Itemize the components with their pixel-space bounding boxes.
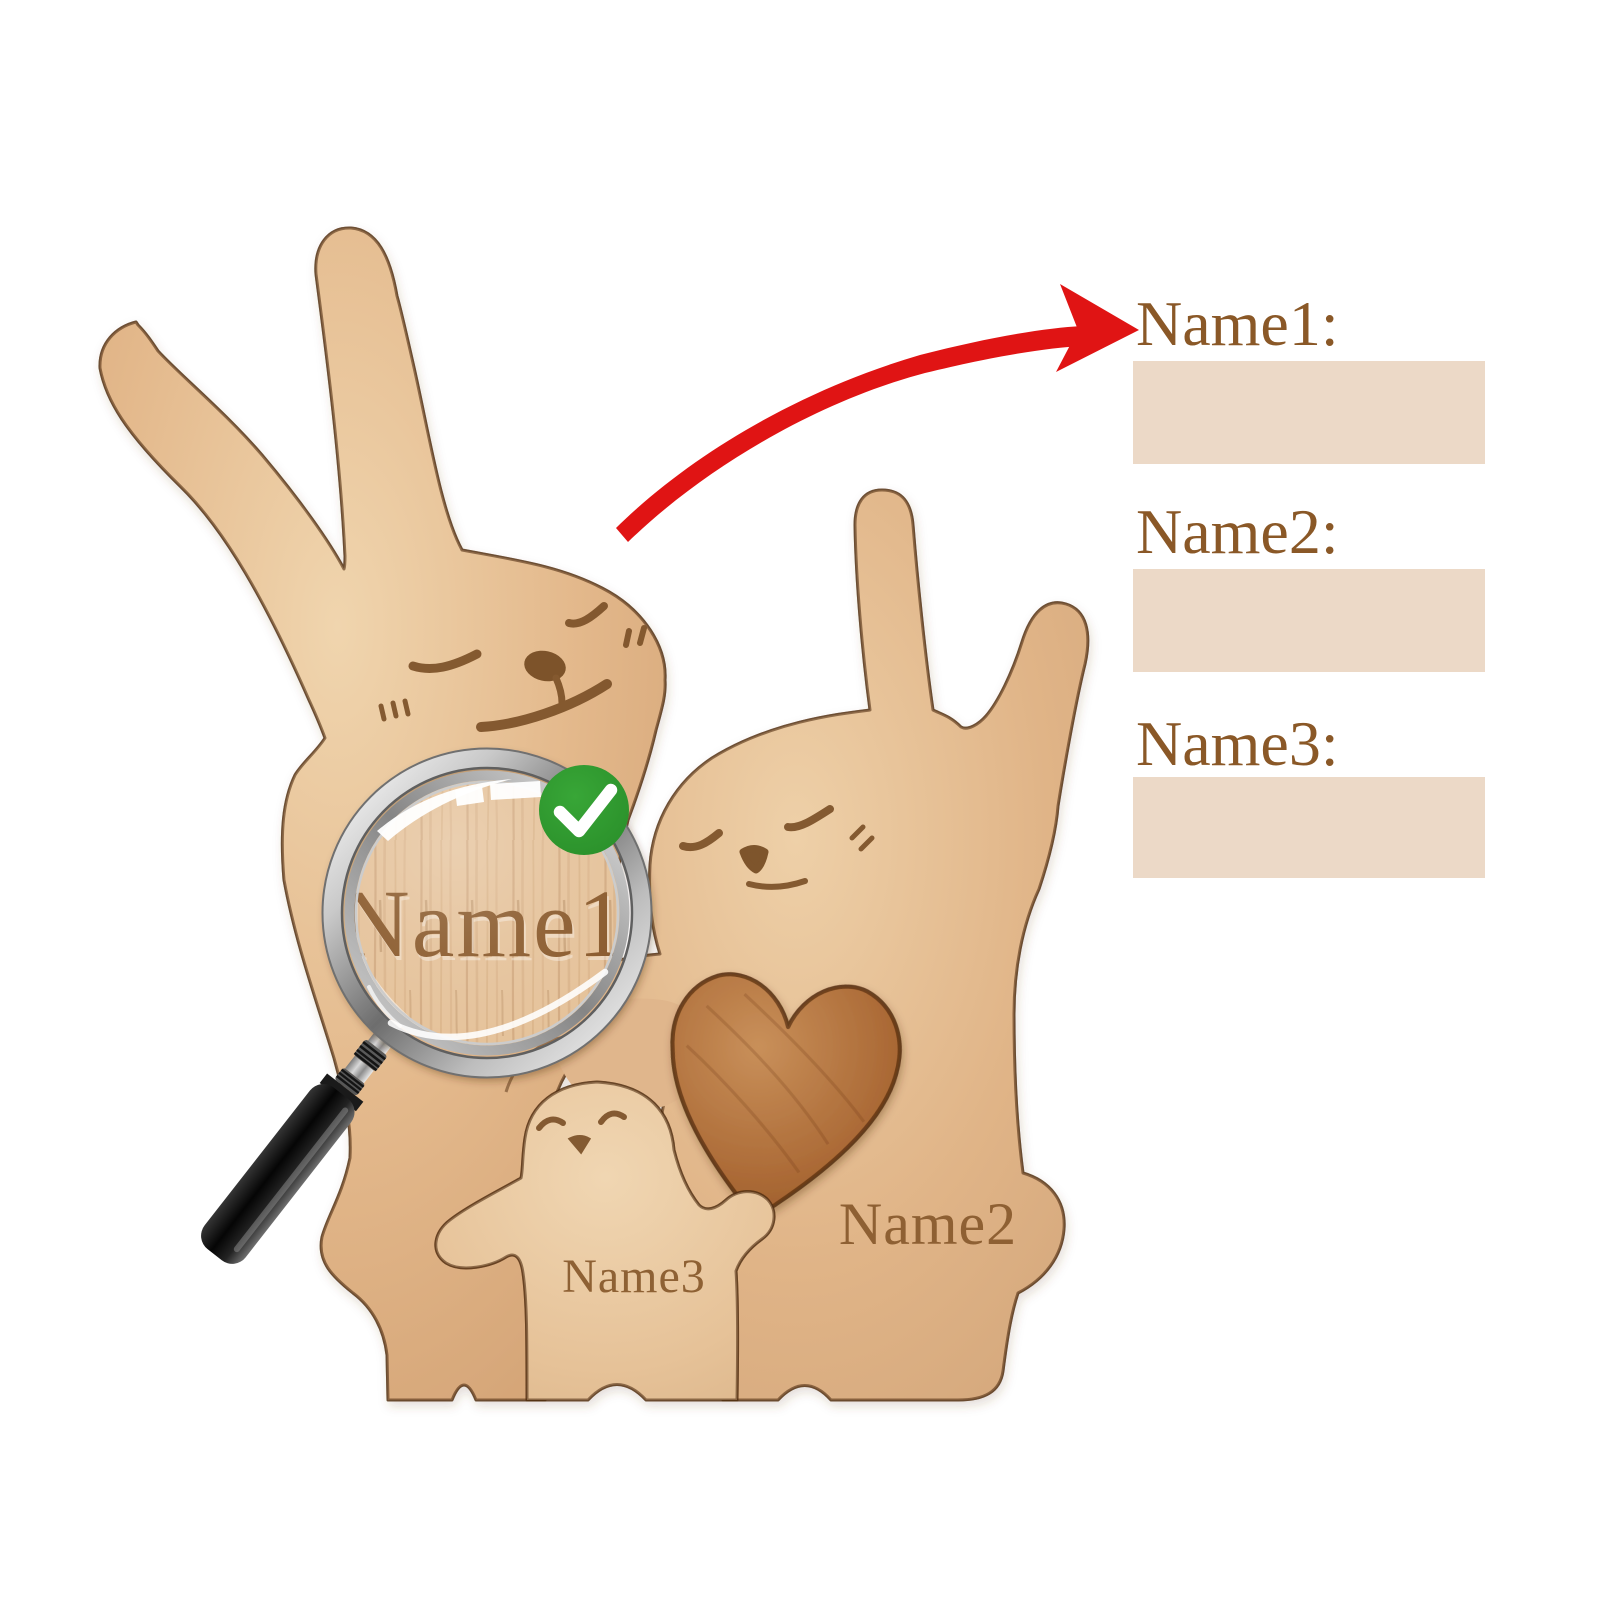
svg-text:Name3: Name3: [562, 1250, 706, 1303]
svg-text:Name3:: Name3:: [1136, 708, 1339, 779]
svg-text:Name2:: Name2:: [1136, 496, 1339, 567]
svg-text:Name1:: Name1:: [1136, 288, 1339, 359]
svg-text:Name2: Name2: [839, 1191, 1017, 1257]
